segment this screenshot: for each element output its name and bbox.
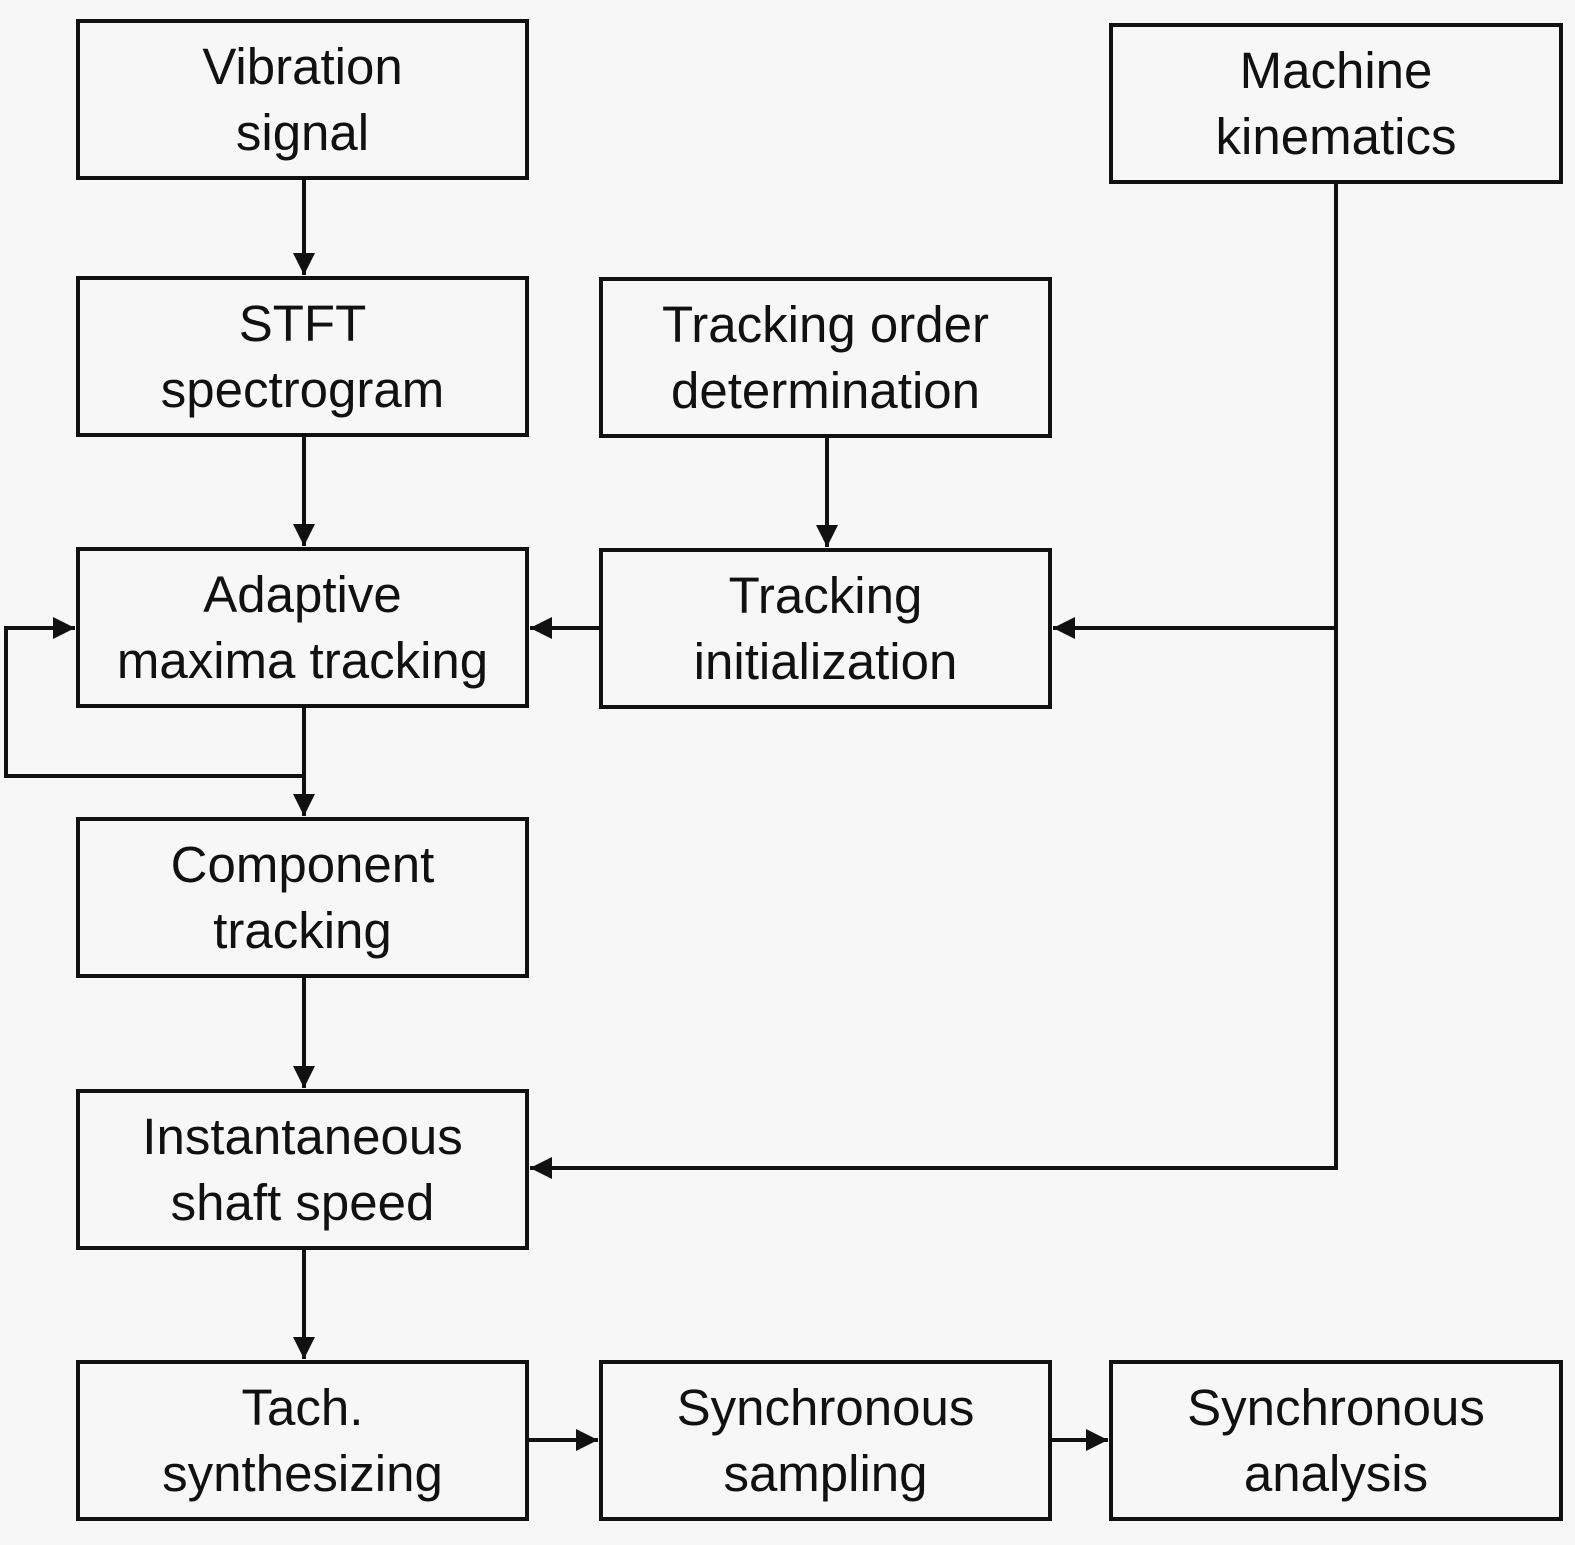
box-label-line: Adaptive <box>203 565 402 623</box>
feedback-loop-adaptive <box>4 617 304 778</box>
box-label-line: analysis <box>1243 1444 1429 1502</box>
box-tracking-initialization: Tracking initialization <box>599 548 1052 709</box>
box-label-line: tracking <box>213 901 392 959</box>
box-label-line: spectrogram <box>160 360 445 418</box>
box-label-line: synthesizing <box>162 1444 443 1502</box>
box-label-line: Machine <box>1239 41 1433 99</box>
box-tach-synthesizing: Tach. synthesizing <box>76 1360 529 1521</box>
box-vibration-signal: Vibration signal <box>76 19 529 180</box>
box-label-line: maxima tracking <box>116 631 489 689</box>
box-label-line: Instantaneous <box>142 1107 463 1165</box>
box-label-line: Synchronous <box>1187 1378 1485 1436</box>
box-label-line: Tracking <box>728 566 923 624</box>
box-label-line: Tracking order <box>662 295 989 353</box>
box-label-line: Tach. <box>241 1378 364 1436</box>
box-label-line: sampling <box>723 1444 928 1502</box>
box-synchronous-analysis: Synchronous analysis <box>1109 1360 1563 1521</box>
box-label-line: shaft speed <box>170 1173 435 1231</box>
box-component-tracking: Component tracking <box>76 817 529 978</box>
box-label-line: initialization <box>693 632 958 690</box>
box-tracking-order-determination: Tracking order determination <box>599 277 1052 438</box>
box-label-line: determination <box>670 361 980 419</box>
box-machine-kinematics: Machine kinematics <box>1109 23 1563 184</box>
box-adaptive-maxima-tracking: Adaptive maxima tracking <box>76 547 529 708</box>
box-label-line: STFT <box>238 294 367 352</box>
box-label-line: signal <box>235 103 370 161</box>
box-label-line: Component <box>170 835 435 893</box>
box-synchronous-sampling: Synchronous sampling <box>599 1360 1052 1521</box>
box-stft-spectrogram: STFT spectrogram <box>76 276 529 437</box>
box-instantaneous-shaft-speed: Instantaneous shaft speed <box>76 1089 529 1250</box>
box-label-line: kinematics <box>1215 107 1457 165</box>
box-label-line: Synchronous <box>676 1378 975 1436</box>
box-label-line: Vibration <box>202 37 403 95</box>
